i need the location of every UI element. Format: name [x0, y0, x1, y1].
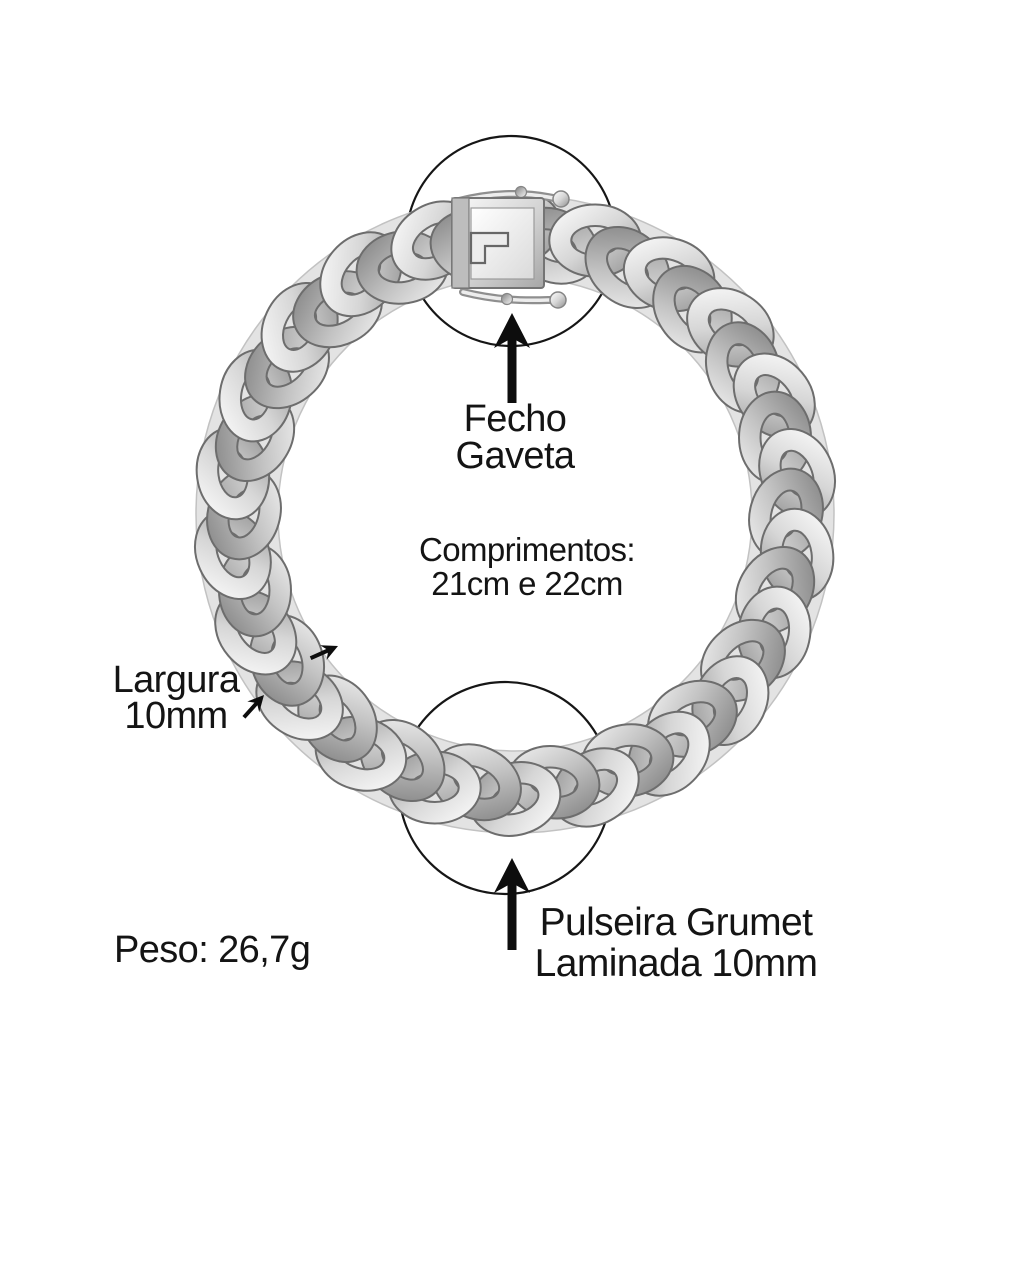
clasp-tab-slot [469, 231, 510, 265]
clasp-arrow-up-icon [494, 313, 530, 403]
width-label-line2: 10mm [124, 695, 228, 737]
product-name-line2: Laminada 10mm [534, 942, 818, 985]
clasp-top-wire-ball [552, 190, 570, 208]
width-upper-arrow-icon [309, 645, 338, 661]
width-label-line1: Largura [112, 659, 240, 701]
weight-label: Peso: 26,7g [114, 929, 311, 971]
clasp-label: Fecho Gaveta [455, 398, 576, 477]
clasp-hinge-plate [451, 197, 470, 289]
width-label: Largura 10mm [112, 659, 240, 737]
lengths-label: Comprimentos: 21cm e 22cm [419, 531, 636, 602]
lengths-label-line1: Comprimentos: [419, 531, 636, 568]
clasp-label-line1: Fecho [463, 398, 567, 440]
width-lower-arrow-icon [242, 695, 264, 719]
product-name-label: Pulseira Grumet Laminada 10mm [535, 902, 818, 984]
product-arrow-up-icon [494, 858, 530, 950]
clasp-top-wire-pin [514, 185, 528, 199]
clasp-bottom-wire-ball [549, 291, 567, 309]
clasp [451, 185, 570, 309]
clasp-bottom-wire-pin [500, 292, 514, 306]
clasp-label-line2: Gaveta [455, 435, 576, 477]
lengths-label-line2: 21cm e 22cm [431, 565, 623, 602]
product-name-line1: Pulseira Grumet [539, 901, 813, 944]
